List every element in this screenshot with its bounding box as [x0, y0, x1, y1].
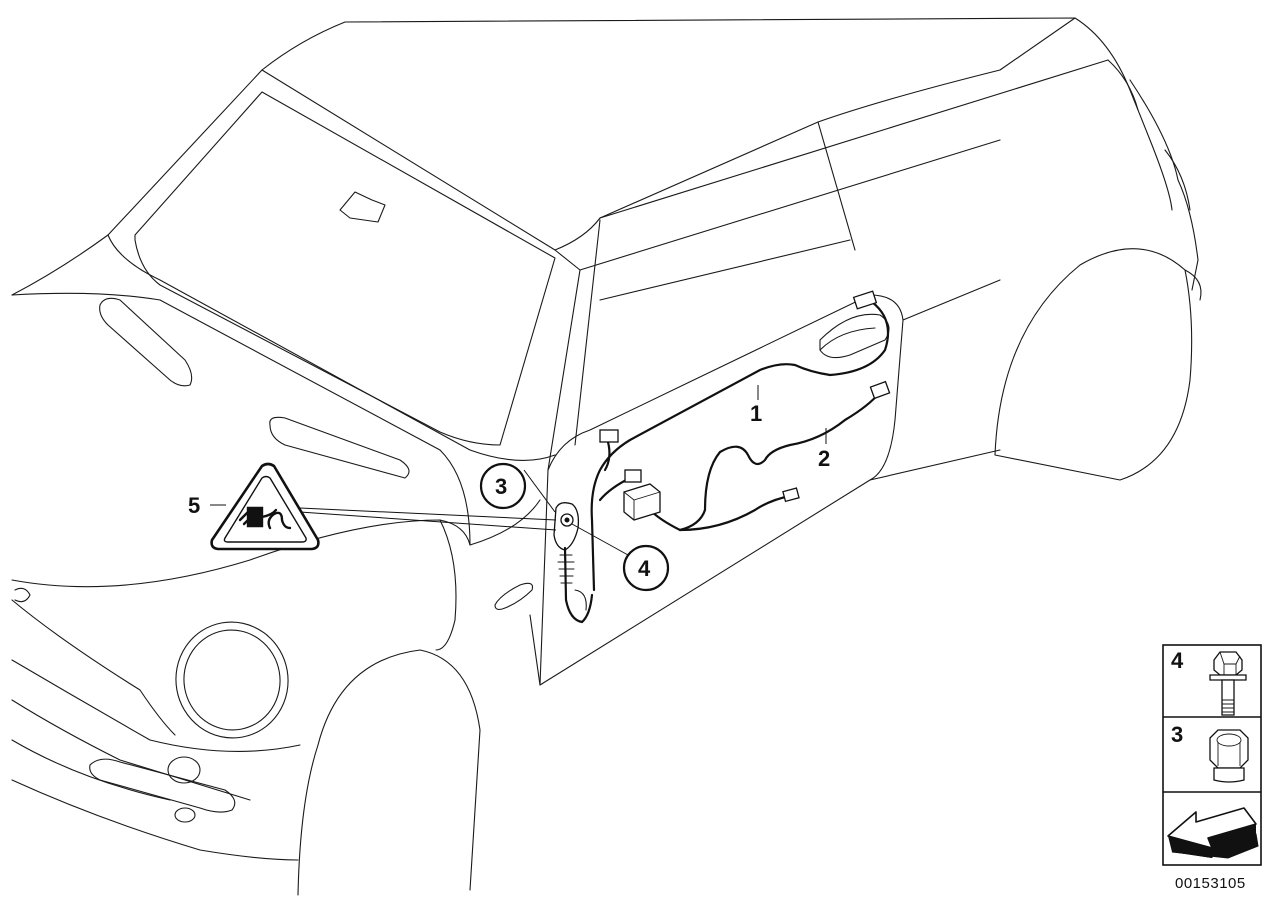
- callout-4: 4: [571, 523, 670, 592]
- door-handle: [819, 313, 890, 359]
- label-part-4: 4: [638, 556, 651, 581]
- warning-triangle-plug-icon: [210, 462, 320, 551]
- bolt-icon: [1209, 651, 1247, 716]
- label-part-2: 2: [818, 446, 830, 471]
- connectors: [599, 290, 891, 521]
- plug-symbol: [238, 506, 292, 530]
- wiring-harness-2: [648, 390, 882, 532]
- label-part-3: 3: [495, 474, 507, 499]
- label-part-1: 1: [750, 401, 762, 426]
- legend-label-nut: 3: [1171, 722, 1183, 747]
- callout-2: 2: [818, 428, 830, 471]
- label-part-5: 5: [188, 493, 200, 518]
- document-number: 00153105: [1175, 875, 1246, 892]
- car-outline: [11, 17, 1202, 896]
- direction-arrow-icon: [1167, 807, 1259, 859]
- callout-1: 1: [750, 385, 762, 426]
- legend-label-bolt: 4: [1171, 648, 1184, 673]
- legend-panel: 4 3: [1162, 644, 1262, 866]
- wiring-harness-1: [590, 300, 890, 592]
- nut-icon: [1209, 729, 1249, 783]
- door-grommet: [553, 502, 594, 624]
- callout-5: 5: [188, 462, 557, 551]
- callout-3: 3: [479, 462, 556, 513]
